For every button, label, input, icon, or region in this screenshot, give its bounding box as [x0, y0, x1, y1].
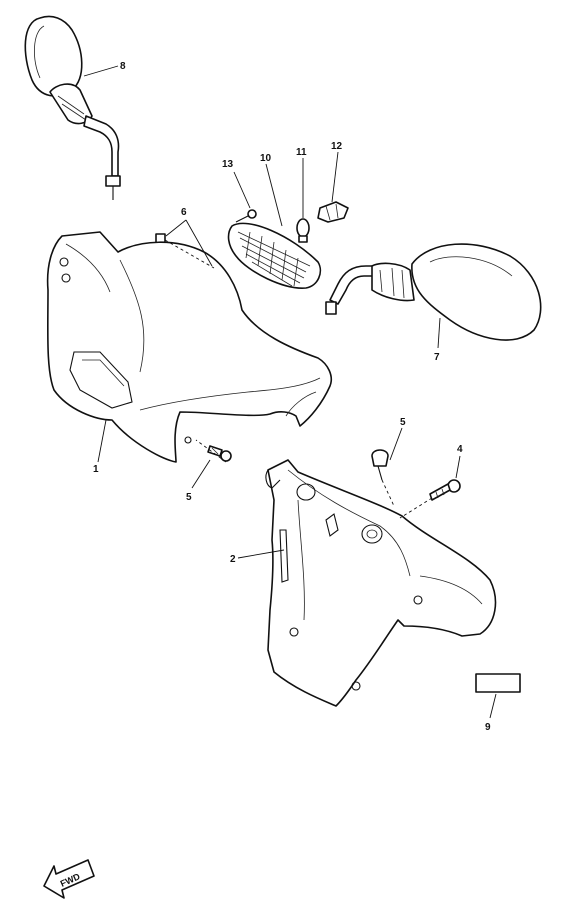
callout-11: 11: [296, 147, 307, 158]
callout-13: 13: [222, 159, 234, 170]
assembly-lines: [164, 239, 433, 519]
callout-6: 6: [181, 207, 187, 218]
headlight-unit: [227, 222, 322, 289]
bulb: [296, 218, 310, 243]
callout-12: 12: [331, 141, 343, 152]
callout-5-lower: 5: [186, 492, 192, 503]
callout-2: 2: [230, 554, 236, 565]
cover-screw: [371, 449, 389, 481]
callout-7: 7: [434, 352, 440, 363]
front-cowl: [46, 231, 333, 463]
callout-labels: 8 13 10 11 12 6 7 1 5 5 4 2 9: [93, 61, 491, 733]
headlight-screw: [235, 209, 257, 223]
cover-bolt: [429, 479, 461, 501]
callout-9: 9: [485, 722, 491, 733]
right-mirror: [325, 243, 542, 341]
callout-8: 8: [120, 61, 126, 72]
callout-5-upper: 5: [400, 417, 406, 428]
caution-label: [475, 673, 521, 693]
rear-handle-cover: [265, 459, 497, 707]
leader-lines: [83, 65, 497, 719]
forward-direction-marker: FWD: [43, 859, 95, 899]
left-mirror: [24, 15, 121, 200]
bulb-socket: [317, 201, 349, 223]
callout-1: 1: [93, 464, 99, 475]
callout-4: 4: [457, 444, 463, 455]
cowl-screw: [207, 445, 232, 462]
callout-10: 10: [260, 153, 272, 164]
